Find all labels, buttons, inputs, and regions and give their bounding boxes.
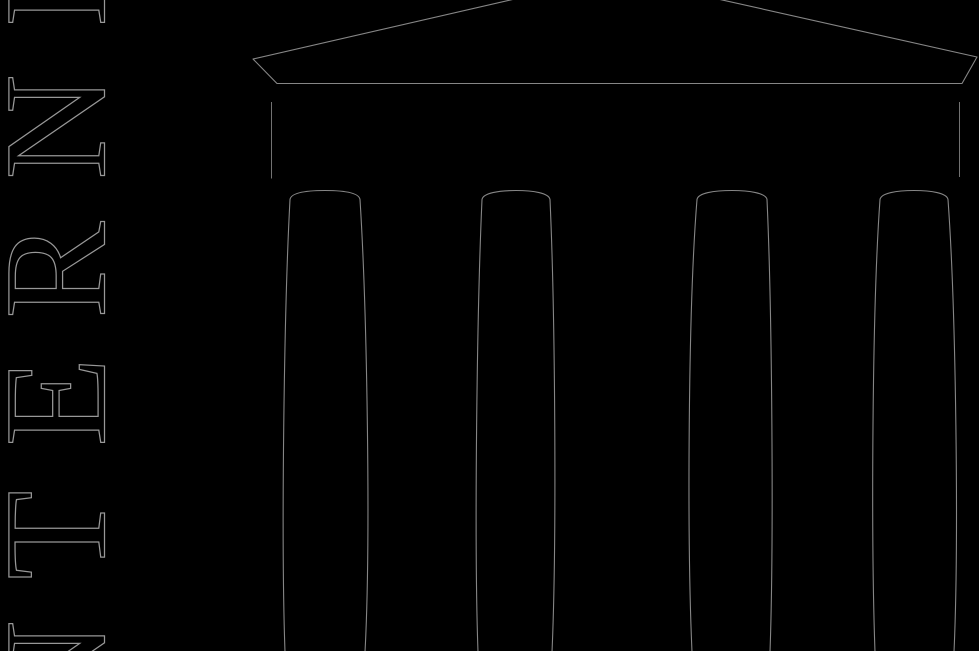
colonnade (282, 189, 957, 651)
vertical-letter-e-top: E (0, 0, 137, 27)
vertical-letter-r: R (0, 221, 137, 319)
vertical-letter-e-mid: E (0, 357, 137, 446)
column-1 (282, 189, 369, 651)
column-4 (872, 189, 957, 651)
vertical-letter-n-bottom: N (0, 620, 137, 651)
column-3 (688, 189, 773, 651)
vertical-letter-n-upper: N (0, 74, 137, 179)
vertical-letter-t: T (0, 490, 137, 579)
vertical-word-internet: E N R E T N (0, 0, 137, 651)
pediment (252, 0, 978, 85)
column-2 (475, 189, 556, 651)
